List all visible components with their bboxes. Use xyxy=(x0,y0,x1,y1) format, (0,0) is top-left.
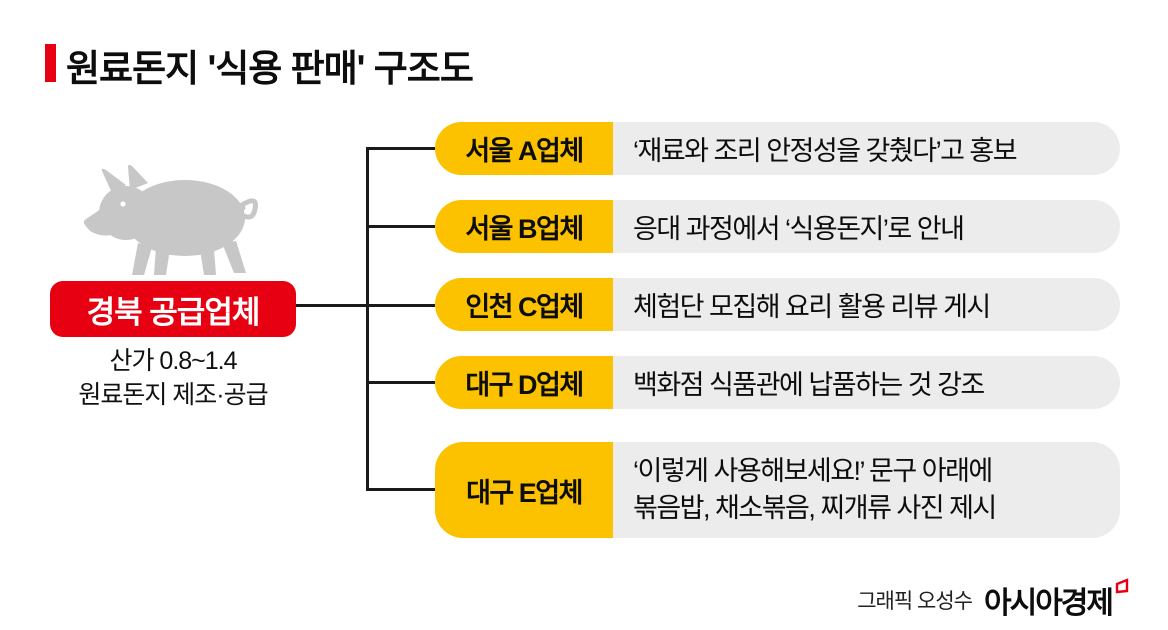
title-accent-bar xyxy=(45,44,56,82)
company-description: ‘재료와 조리 안정성을 갖췄다’고 홍보 xyxy=(633,136,1018,166)
company-row-daegu-d: 대구 D업체 백화점 식품관에 납품하는 것 강조 xyxy=(435,356,1120,409)
page-title: 원료돈지 '식용 판매' 구조도 xyxy=(66,48,474,89)
company-label: 대구 D업체 xyxy=(435,356,613,409)
supplier-note: 산가 0.8~1.4 원료돈지 제조·공급 xyxy=(28,344,318,412)
supplier-note-line1: 산가 0.8~1.4 xyxy=(109,347,237,375)
company-row-seoul-a: 서울 A업체 ‘재료와 조리 안정성을 갖췄다’고 홍보 xyxy=(435,122,1120,175)
brand-name: 아시아경제 xyxy=(984,587,1114,620)
company-row-daegu-e: 대구 E업체 ‘이렇게 사용해보세요!’ 문구 아래에 볶음밥, 채소볶음, 찌… xyxy=(435,442,1120,538)
company-description: ‘이렇게 사용해보세요!’ 문구 아래에 볶음밥, 채소볶음, 찌개류 사진 제… xyxy=(613,453,997,527)
connector-branch-4 xyxy=(366,381,435,384)
connector-branch-1 xyxy=(366,147,435,150)
company-label: 인천 C업체 xyxy=(435,278,613,331)
credit-graphic-by: 그래픽 오성수 xyxy=(857,590,973,613)
supplier-box: 경북 공급업체 xyxy=(50,281,296,337)
credit: 그래픽 오성수 아시아경제 xyxy=(857,577,1130,622)
supplier-note-line2: 원료돈지 제조·공급 xyxy=(78,381,268,409)
company-row-incheon-c: 인천 C업체 체험단 모집해 요리 활용 리뷰 게시 xyxy=(435,278,1120,331)
company-row-seoul-b: 서울 B업체 응대 과정에서 ‘식용돈지’로 안내 xyxy=(435,200,1120,253)
company-description: 응대 과정에서 ‘식용돈지’로 안내 xyxy=(633,214,965,244)
connector-branch-2 xyxy=(366,225,435,228)
company-label: 서울 B업체 xyxy=(435,200,613,253)
company-description: 백화점 식품관에 납품하는 것 강조 xyxy=(633,370,985,400)
red-quote-mark-icon xyxy=(1114,577,1130,601)
company-description-line2: 볶음밥, 채소볶음, 찌개류 사진 제시 xyxy=(633,493,997,523)
connector-supplier-line xyxy=(296,304,435,307)
company-label: 대구 E업체 xyxy=(435,442,613,538)
supplier-name: 경북 공급업체 xyxy=(86,294,261,330)
company-description-line1: ‘이렇게 사용해보세요!’ 문구 아래에 xyxy=(633,456,993,486)
company-description: 체험단 모집해 요리 활용 리뷰 게시 xyxy=(633,292,991,322)
connector-branch-5 xyxy=(366,488,435,491)
pig-silhouette-icon xyxy=(82,163,264,286)
connector-trunk-line xyxy=(366,147,369,491)
company-label: 서울 A업체 xyxy=(435,122,613,175)
